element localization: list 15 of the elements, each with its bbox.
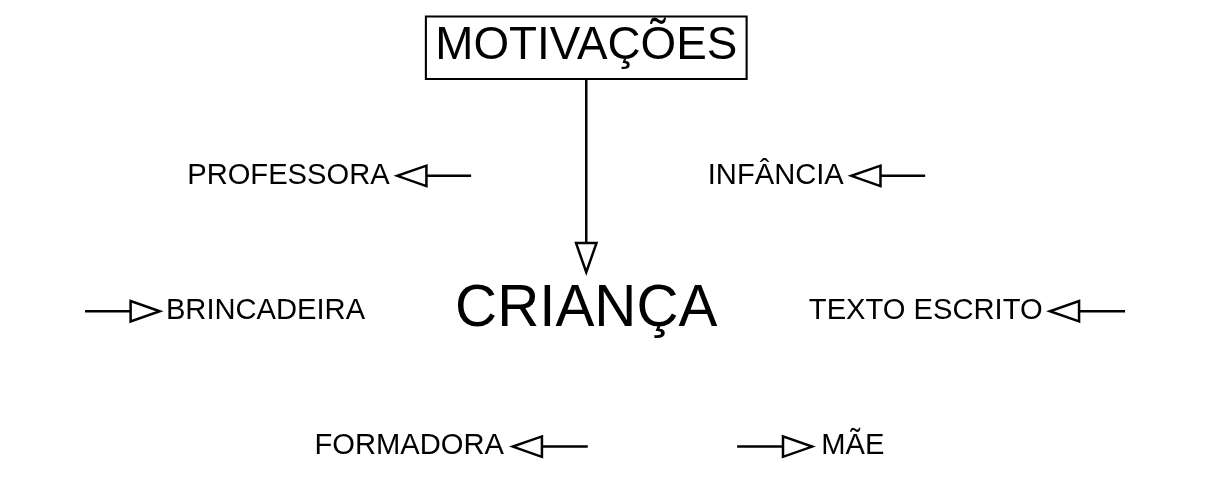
arrow: [392, 163, 471, 188]
node-text: BRINCADEIRA: [165, 292, 365, 325]
arrow: [573, 79, 598, 277]
arrow: [736, 434, 816, 459]
node-text: MÃE: [820, 428, 884, 461]
node-text: CRIANÇA: [454, 272, 717, 338]
node-text: PROFESSORA: [186, 157, 390, 190]
arrow: [508, 434, 588, 459]
arrow: [1045, 299, 1125, 324]
arrow: [84, 299, 164, 324]
node-box: MOTIVAÇÕES: [424, 15, 748, 81]
node-text: TEXTO ESCRITO: [808, 292, 1043, 325]
node-text: INFÂNCIA: [707, 157, 844, 190]
arrow: [847, 163, 925, 188]
node-text: FORMADORA: [314, 428, 504, 461]
